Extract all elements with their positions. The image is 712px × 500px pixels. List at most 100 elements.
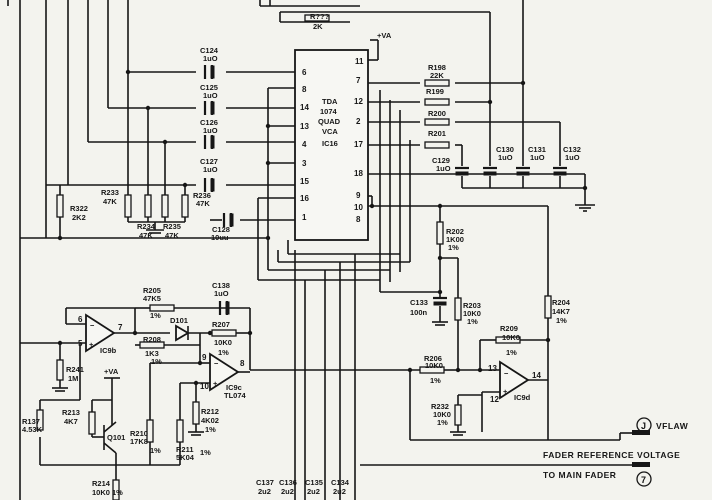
cap-c128-value: 10uu	[211, 233, 229, 242]
resistor-r204-value: 14K7	[552, 307, 570, 316]
ic16-pin-1: 1	[302, 213, 307, 222]
resistor-r210-tol: 1%	[150, 446, 161, 455]
cap-c124-name: C124	[200, 46, 219, 55]
resistor-r210-value: 17K8	[130, 437, 148, 446]
resistor-r205-name: R205	[143, 286, 161, 295]
to-main-fader-output[interactable]: TO MAIN FADER 7	[543, 470, 652, 487]
resistor-r209-tol: 1%	[506, 348, 517, 357]
fader-reference-label: FADER REFERENCE VOLTAGE	[543, 450, 680, 460]
resistor-r236-name: R236	[193, 191, 211, 200]
ic16-pin-12: 12	[354, 97, 363, 106]
opamp-ic9c: − + 9 10 8 IC9c TL074 R212 4K02 1%	[149, 345, 250, 436]
transistor-q101-label: Q101	[107, 433, 125, 442]
vcc-mid-label: +VA	[104, 367, 119, 376]
ic9c-part-label: TL074	[224, 391, 247, 400]
resistor-r241-name: R241	[66, 365, 84, 374]
ic16-label-1: TDA	[322, 97, 338, 106]
ref-network: R202 1K00 1% C133 100n R203 10K0 1% R204…	[410, 203, 571, 380]
resistor-r211-tol: 1%	[200, 448, 211, 457]
cap-c124: C124 1uO	[200, 46, 219, 79]
resistor-r213-name: R213	[62, 408, 80, 417]
resistor-r212-name: R212	[201, 407, 219, 416]
cap-c125-name: C125	[200, 83, 218, 92]
resistor-r211-name: R211	[176, 445, 194, 454]
ic16-pin-14: 14	[300, 103, 309, 112]
resistor-r137-name: R137	[22, 417, 40, 426]
resistor-r208-name: R208	[143, 335, 161, 344]
svg-text:+: +	[503, 387, 508, 396]
svg-text:−: −	[504, 369, 509, 378]
ic9b-pin-6: 6	[78, 315, 83, 324]
cap-c128-name: C128	[212, 225, 230, 234]
diode-d101-label: D101	[170, 316, 188, 325]
resistor-r205-value: 47K5	[143, 294, 161, 303]
ic16-pin-8a: 8	[302, 85, 307, 94]
right-wiring	[368, 82, 585, 292]
cap-c136-name: C136	[279, 478, 297, 487]
ic16-label-3: QUAD	[318, 117, 341, 126]
resistor-r206-tol: 1%	[430, 376, 441, 385]
ic9d-pin-12: 12	[490, 395, 499, 404]
resistor-r232-name: R232	[431, 402, 449, 411]
bias-resistors: R233 47K R234 47K R235 47K R236 47K	[101, 69, 211, 240]
cap-c126: C126 1uO	[200, 118, 218, 149]
resistor-r208-tol: 1%	[151, 357, 162, 366]
cap-c133-name: C133	[410, 298, 428, 307]
resistor-r211-value: 5K04	[176, 453, 195, 462]
resistor-top-name: R???	[310, 12, 330, 21]
left-caps: C124 1uO C125 1uO C126 1uO C127 1uO	[200, 46, 234, 242]
ic9b-label: IC9b	[100, 346, 117, 355]
resistor-r202-name: R202	[446, 227, 464, 236]
vflaw-marker: J	[641, 421, 646, 431]
resistor-r209-name: R209	[500, 324, 518, 333]
resistor-r203-tol: 1%	[467, 317, 478, 326]
resistor-r241-value: 1M	[68, 374, 78, 383]
cap-c134-value: 2u2	[333, 487, 346, 496]
cap-c138-value: 1uO	[214, 289, 229, 298]
cap-c134-name: C134	[331, 478, 350, 487]
resistor-r207-tol: 1%	[218, 348, 229, 357]
resistor-r235-value: 47K	[165, 231, 179, 240]
cap-c129-value: 1uO	[436, 164, 451, 173]
cap-c124-value: 1uO	[203, 54, 218, 63]
cap-c130-value: 1uO	[498, 153, 513, 162]
resistor-r232-value: 10K0	[433, 410, 451, 419]
cap-c137-name: C137	[256, 478, 274, 487]
resistor-r236-value: 47K	[196, 199, 210, 208]
fader-reference-output[interactable]: FADER REFERENCE VOLTAGE	[360, 450, 680, 467]
svg-text:−: −	[90, 321, 95, 330]
ic16-pin-6: 6	[302, 68, 307, 77]
ic16-pin-2: 2	[356, 117, 361, 126]
ic16-label-4: VCA	[322, 127, 338, 136]
cap-c135-value: 2u2	[307, 487, 320, 496]
ic16-pin-18: 18	[354, 169, 363, 178]
ic16-pin-labels: 6 8 14 13 4 3 15 16 1 11 7 12 2 17 18 9 …	[300, 57, 364, 224]
ic16-pin-17: 17	[354, 140, 363, 149]
resistor-r212-tol: 1%	[205, 425, 216, 434]
resistor-r202-value: 1K00	[446, 235, 464, 244]
resistor-r204-name: R204	[552, 298, 571, 307]
left-input-wiring	[68, 71, 295, 280]
cap-c126-name: C126	[200, 118, 218, 127]
feedback-resistors: R198 22K R199 R200 R201	[424, 63, 450, 149]
cap-c133-value: 100n	[410, 308, 428, 317]
ic9d-pin-14: 14	[532, 371, 541, 380]
resistor-r322-name: R322	[70, 204, 88, 213]
resistor-r206-name: R206	[424, 354, 442, 363]
svg-text:+: +	[89, 340, 94, 349]
vflaw-output[interactable]: J VFLAW	[548, 417, 689, 441]
cap-c127-name: C127	[200, 157, 218, 166]
ic9c-pin-8: 8	[240, 359, 245, 368]
junction-dots	[265, 123, 588, 241]
resistor-r232-tol: 1%	[437, 418, 448, 427]
resistor-r199-name: R199	[426, 87, 444, 96]
resistor-top-value: 2K	[313, 22, 323, 31]
cap-c127-value: 1uO	[203, 165, 218, 174]
ic16-pin-10: 10	[354, 203, 363, 212]
resistor-top: R??? 2K	[304, 12, 330, 31]
cap-c138-name: C138	[212, 281, 230, 290]
ic16-pin-4: 4	[302, 140, 307, 149]
cap-c126-value: 1uO	[203, 126, 218, 135]
cap-c137-value: 2u2	[258, 487, 271, 496]
